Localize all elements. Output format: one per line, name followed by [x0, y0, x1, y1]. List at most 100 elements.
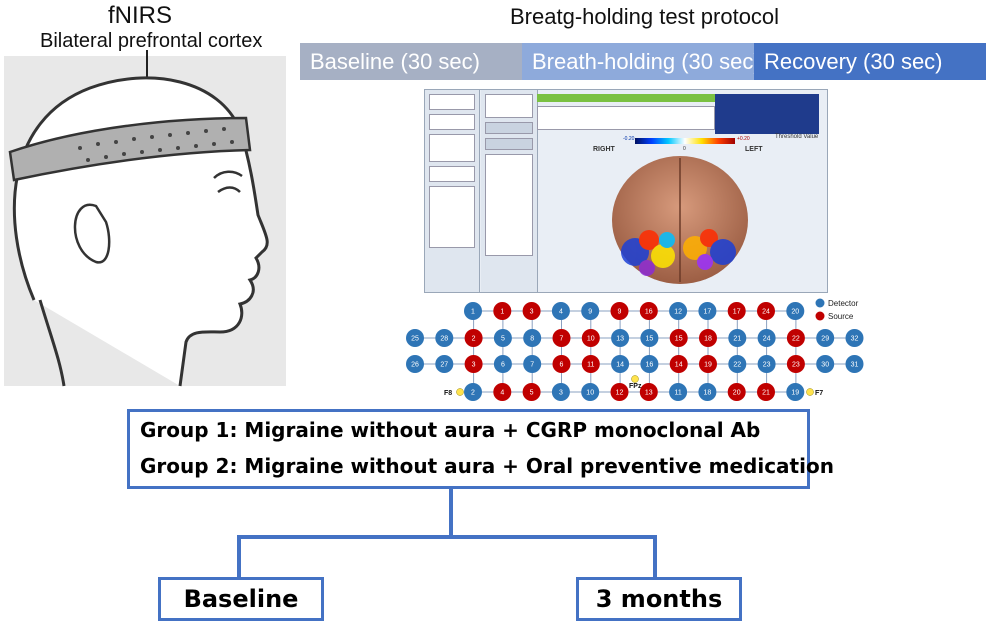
- optode-number: 11: [587, 362, 594, 369]
- groups-box: Group 1: Migraine without aura + CGRP mo…: [127, 409, 834, 489]
- optode-number: 17: [704, 309, 712, 316]
- optode-number: 19: [791, 390, 799, 397]
- neck-line: [38, 299, 66, 387]
- optode-number: 13: [645, 390, 653, 397]
- anchor-point: [806, 388, 814, 396]
- detector-optode: [464, 302, 482, 320]
- optode-number: 21: [733, 336, 741, 343]
- detector-optode: [406, 355, 424, 373]
- group-2-label: Group 2: Migraine without aura + Oral pr…: [140, 454, 834, 478]
- optode-number: 20: [733, 390, 741, 397]
- ear: [73, 203, 111, 264]
- optode-number: 13: [616, 336, 624, 343]
- optode-number: 31: [851, 362, 859, 369]
- optode-number: 6: [560, 362, 564, 369]
- anchor-label: F8: [444, 390, 452, 397]
- optode-number: 26: [411, 362, 419, 369]
- detector-optode: [786, 302, 805, 320]
- source-optode: [552, 355, 571, 373]
- connector-horizontal: [237, 535, 657, 539]
- software-control-panel: [481, 90, 538, 292]
- detector-optode: [551, 383, 570, 401]
- detector-optode: [464, 383, 482, 401]
- optode-number: 14: [616, 362, 624, 369]
- source-optode: [699, 329, 717, 347]
- optode-number: 8: [530, 336, 534, 343]
- anchor-label: FPz: [629, 383, 642, 390]
- optode-number: 15: [646, 336, 654, 343]
- source-optode: [522, 302, 541, 320]
- legend-detector-label: Detector: [828, 299, 859, 308]
- detector-optode: [581, 383, 600, 401]
- source-optode: [727, 302, 746, 320]
- detector-optode: [816, 329, 835, 347]
- source-optode: [669, 329, 688, 347]
- detector-optode: [757, 355, 776, 373]
- source-optode: [610, 302, 629, 320]
- optode-number: 1: [500, 309, 504, 316]
- detector-optode: [611, 355, 630, 373]
- colorbar-min: -0.20: [623, 136, 635, 142]
- optode-number: 18: [704, 336, 712, 343]
- phase-breath-holding: Breath-holding (30 sec): [522, 43, 761, 80]
- label-left: LEFT: [745, 146, 763, 153]
- detector-optode: [523, 329, 542, 347]
- colorbar-max: +0.20: [737, 136, 750, 142]
- detector-optode: [551, 302, 570, 320]
- detector-optode: [698, 302, 717, 320]
- optode-number: 3: [559, 390, 563, 397]
- fnirs-band: [8, 116, 252, 182]
- file-path-box: [537, 106, 715, 130]
- detector-optode: [523, 355, 542, 373]
- phase-recovery: Recovery (30 sec): [754, 43, 986, 80]
- optode-number: 5: [530, 390, 534, 397]
- optode-number: 1: [471, 309, 475, 316]
- colorbar: [635, 138, 735, 144]
- optode-number: 27: [440, 362, 448, 369]
- anchor-point: [631, 375, 639, 383]
- optode-number: 12: [616, 390, 624, 397]
- brain-activation-map: [612, 156, 748, 284]
- timepoint-3-months: 3 months: [576, 577, 742, 621]
- detector-optode: [845, 329, 864, 347]
- optode-number: 2: [472, 336, 476, 343]
- optode-number: 9: [588, 309, 592, 316]
- detector-optode: [611, 329, 630, 347]
- connector-right: [653, 535, 657, 577]
- optode-number: 23: [763, 362, 771, 369]
- source-optode: [552, 329, 571, 347]
- connector-left: [237, 535, 241, 577]
- source-optode: [610, 383, 629, 401]
- optode-number: 5: [501, 336, 505, 343]
- source-optode: [464, 329, 483, 347]
- protocol-title: Breatg-holding test protocol: [510, 4, 780, 29]
- threshold-label: Threshold Value: [775, 134, 819, 140]
- optode-number: 23: [792, 362, 800, 369]
- optode-number: 12: [674, 309, 682, 316]
- optode-number: 14: [675, 362, 683, 369]
- optode-number: 20: [791, 309, 799, 316]
- optode-number: 18: [704, 390, 712, 397]
- optode-number: 22: [792, 336, 800, 343]
- activation-blobs: [621, 229, 736, 276]
- source-optode: [493, 302, 512, 320]
- eye: [217, 186, 241, 194]
- optode-number: 15: [675, 336, 683, 343]
- colorbar-mid: 0: [683, 146, 686, 152]
- source-optode: [699, 355, 717, 373]
- optode-number: 2: [471, 390, 475, 397]
- optode-number: 3: [472, 362, 476, 369]
- detector-optode: [640, 355, 659, 373]
- detector-optode: [493, 355, 512, 373]
- detector-optode: [406, 329, 424, 347]
- optode-number: 22: [733, 362, 741, 369]
- optode-number: 29: [821, 336, 829, 343]
- detector-optode: [669, 302, 688, 320]
- eyebrow: [213, 170, 243, 179]
- optode-number: 16: [646, 362, 654, 369]
- optode-number: 16: [645, 309, 653, 316]
- optode-number: 4: [559, 309, 563, 316]
- source-optode: [493, 383, 512, 401]
- detector-optode: [757, 329, 776, 347]
- optode-number: 7: [530, 362, 534, 369]
